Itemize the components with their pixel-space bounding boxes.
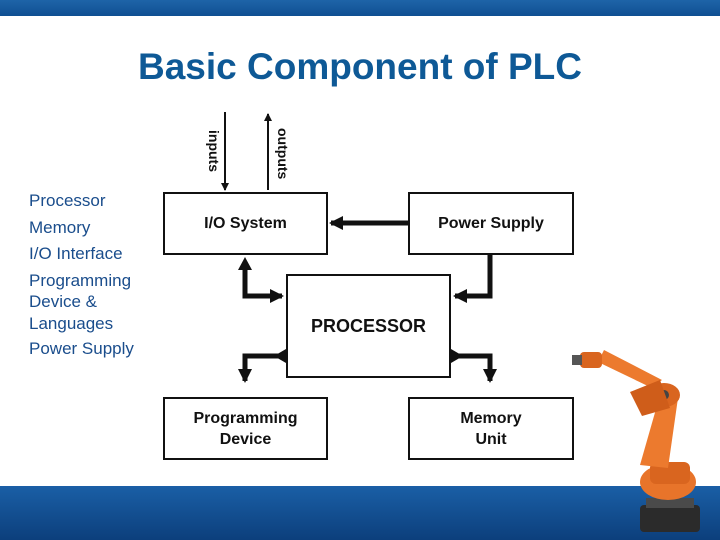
memory-unit-label: Memory Unit bbox=[460, 409, 522, 448]
list-item: Processor bbox=[29, 191, 106, 210]
list-item: Programming Device & Languages bbox=[29, 270, 132, 333]
power-processor-arrow bbox=[453, 253, 493, 303]
memory-unit-block: Memory Unit bbox=[408, 397, 574, 460]
processor-programming-arrowhead-left bbox=[274, 349, 286, 363]
io-processor-arrow bbox=[242, 270, 284, 303]
programming-device-label: Programming Device bbox=[193, 409, 298, 448]
component-list: Processor Memory I/O Interface Programmi… bbox=[29, 190, 159, 365]
slide-title: Basic Component of PLC bbox=[137, 46, 583, 87]
list-item: Power Supply bbox=[29, 339, 134, 358]
processor-programming-arrow bbox=[238, 353, 282, 383]
io-processor-arrowhead-up bbox=[238, 257, 252, 270]
inputs-label: inputs bbox=[206, 130, 222, 172]
list-item: I/O Interface bbox=[29, 244, 123, 263]
processor-memory-arrow bbox=[455, 353, 497, 383]
top-banner bbox=[0, 0, 720, 16]
power-supply-block: Power Supply bbox=[408, 192, 574, 255]
programming-device-block: Programming Device bbox=[163, 397, 328, 460]
bottom-banner bbox=[0, 486, 720, 540]
processor-block: PROCESSOR bbox=[286, 274, 451, 378]
processor-memory-arrowhead-right bbox=[451, 349, 463, 363]
list-item: Memory bbox=[29, 217, 91, 237]
power-supply-label: Power Supply bbox=[438, 215, 544, 232]
io-system-label: I/O System bbox=[204, 215, 287, 232]
io-system-block: I/O System bbox=[163, 192, 328, 255]
outputs-label: outputs bbox=[275, 128, 291, 180]
processor-label: PROCESSOR bbox=[310, 315, 427, 336]
